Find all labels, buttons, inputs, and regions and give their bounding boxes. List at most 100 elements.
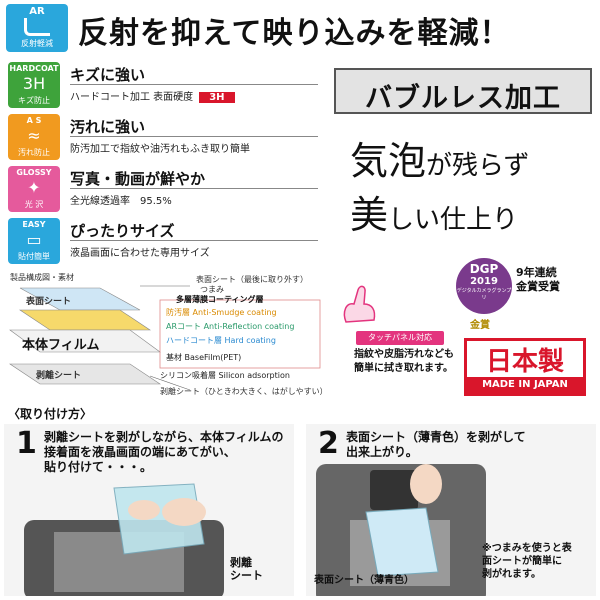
feature-desc: 液晶画面に合わせた専用サイズ (70, 248, 210, 259)
smudge-icon: ≈ (27, 126, 41, 145)
feature-hardcoat: HARDCOAT 3H キズ防止 キズに強い ハードコート加工 表面硬度 3H (8, 62, 318, 110)
step-2-illustration (316, 464, 486, 596)
screen-icon: ▭ (26, 230, 42, 249)
divider (70, 240, 318, 241)
dgp-label: DGP (469, 262, 499, 276)
leader-line (149, 375, 191, 391)
award: DGP 2019 デジタルカメラグランプリ 9年連続 金賞受賞 金賞 (456, 258, 596, 331)
front-sheet (365, 507, 439, 577)
hardness-badge: 3H (199, 92, 235, 103)
coating-callout-box (159, 299, 321, 369)
feature-desc-text: ハードコート加工 表面硬度 (70, 92, 194, 103)
touch-text: 指紋や皮脂汚れなども 簡単に拭き取れます。 (354, 348, 454, 376)
feature-desc: ハードコート加工 表面硬度 3H (70, 88, 235, 103)
touch-line-2: 簡単に拭き取れます。 (354, 363, 453, 374)
dgp-award-logo: DGP 2019 デジタルカメラグランプリ (456, 258, 512, 314)
bubbleless-box: バブルレス加工 (334, 68, 592, 114)
feature-list: HARDCOAT 3H キズ防止 キズに強い ハードコート加工 表面硬度 3H A… (8, 62, 318, 270)
glossy-badge: GLOSSY ✦ 光 沢 (8, 166, 60, 212)
header: AR 反射軽減 反射を抑えて映り込みを軽減！ (0, 0, 600, 56)
viewfinder (370, 470, 418, 510)
layer-silicon: シリコン吸着層 Silicon adsorption (160, 371, 290, 380)
step-2-line-1: 表面シート（薄青色）を剥がして (346, 430, 526, 444)
hand (162, 498, 206, 526)
divider (70, 188, 318, 189)
divider (70, 136, 318, 137)
step-1-text: 剥離シートを剥がしながら、本体フィルムの 接着面を液晶画面の端にあてがい、 貼り… (44, 430, 284, 475)
bubble-line-2: 美しい仕上り (350, 184, 518, 239)
structure-diagram: 表面シート 本体フィルム 剥離シート 表面シート（最後に取り外す） つまみ 多層… (0, 275, 330, 400)
structure-title: 製品構成図・素材 (10, 273, 74, 282)
antismudge-badge-sub: 汚れ防止 (18, 148, 50, 157)
feature-title: ぴったりサイズ (70, 222, 175, 240)
bubble-line-2b: しい仕上り (388, 205, 519, 235)
touch-panel-badge: タッチパネル対応 (356, 331, 444, 345)
peel-sheet-layer (9, 363, 161, 385)
finger-touch-icon (343, 285, 376, 323)
hardcoat-3h-icon: 3H (22, 74, 46, 93)
hand (128, 500, 160, 520)
made-in-japan-jp: 日本製 (485, 347, 564, 377)
bubble-line-1b: が残らず (426, 151, 530, 181)
knob-note-3: 剥がれます。 (482, 569, 541, 580)
hardcoat-badge-sub: キズ防止 (18, 96, 50, 105)
coating-layer (19, 309, 151, 331)
front-sheet-note: 表面シート（最後に取り外す） (196, 275, 308, 284)
step-2-line-2: 出来上がり。 (346, 445, 418, 459)
dgp-name: デジタルカメラグランプリ (456, 288, 512, 301)
layer-ar: ARコート Anti-Reflection coating (166, 322, 295, 331)
ar-badge-sub: 反射軽減 (21, 39, 53, 48)
feature-antismudge: A S ≈ 汚れ防止 汚れに強い 防汚加工で指紋や油汚れもふき取り簡単 (8, 114, 318, 162)
install-step-1: 1 剥離シートを剥がしながら、本体フィルムの 接着面を液晶画面の端にあてがい、 … (4, 424, 294, 596)
sparkle-icon: ✦ (27, 178, 41, 197)
hand (410, 464, 442, 504)
touch-line-1: 指紋や皮脂汚れなども (354, 349, 454, 360)
front-sheet-label: 表面シート（薄青色） (314, 575, 414, 586)
ar-badge: AR 反射軽減 (6, 4, 68, 52)
layer-base: 基材 BaseFilm(PET) (166, 353, 242, 362)
made-in-japan-en: MADE IN JAPAN (467, 377, 583, 393)
feature-title: キズに強い (70, 66, 146, 84)
antismudge-badge-label: A S (26, 116, 42, 125)
bubble-line-1a: 気泡 (350, 139, 427, 183)
feature-desc: 防汚加工で指紋や油汚れもふき取り簡単 (70, 144, 250, 155)
feature-easy: EASY ▭ 貼付簡単 ぴったりサイズ 液晶画面に合わせた専用サイズ (8, 218, 318, 266)
easy-badge-label: EASY (22, 220, 46, 229)
label-peel-sheet: 剥離シート (36, 371, 82, 381)
feature-glossy: GLOSSY ✦ 光 沢 写真・動画が鮮やか 全光線透過率 95.5% (8, 166, 318, 214)
easy-badge: EASY ▭ 貼付簡単 (8, 218, 60, 264)
feature-desc: 全光線透過率 95.5% (70, 196, 172, 207)
antismudge-badge: A S ≈ 汚れ防止 (8, 114, 60, 160)
install-step-2: 2 表面シート（薄青色）を剥がして 出来上がり。 表面シート（薄青色） ※つまみ… (306, 424, 596, 596)
step-1-illustration (24, 483, 224, 596)
award-line-2: 金賞受賞 (516, 280, 560, 293)
hardcoat-badge-label: HARDCOAT (9, 64, 59, 73)
glossy-badge-sub: 光 沢 (24, 200, 44, 209)
step-1-number: 1 (16, 426, 37, 461)
step-1-line-2: 接着面を液晶画面の端にあてがい、 (44, 445, 236, 459)
easy-badge-sub: 貼付簡単 (18, 252, 50, 261)
glossy-badge-label: GLOSSY (16, 168, 52, 177)
feature-title: 汚れに強い (70, 118, 146, 136)
dgp-year: 2019 (470, 276, 498, 287)
knob-note-2: 面シートが簡単に (482, 556, 562, 567)
step-1-line-1: 剥離シートを剥がしながら、本体フィルムの (44, 430, 284, 444)
made-in-japan-badge: 日本製 MADE IN JAPAN (464, 338, 586, 396)
ar-badge-label: AR (29, 6, 45, 17)
label-body-film: 本体フィルム (22, 338, 100, 353)
bubble-line-1: 気泡が残らず (350, 130, 530, 185)
front-sheet-layer (19, 287, 141, 311)
layer-stack-illustration (9, 285, 321, 391)
knob-label: つまみ (200, 285, 224, 294)
gold-prize: 金賞 (470, 320, 490, 331)
award-line-1: 9年連続 (516, 266, 557, 279)
knob-note-1: ※つまみを使うと表 (482, 543, 572, 554)
step-2-number: 2 (318, 426, 339, 461)
peel-sheet-label: 剥離 シート (230, 556, 263, 582)
feature-title: 写真・動画が鮮やか (70, 170, 206, 188)
headline: 反射を抑えて映り込みを軽減！ (78, 16, 511, 51)
reflection-icon (24, 18, 50, 36)
step-1-line-3: 貼り付けて・・・。 (44, 460, 153, 474)
multilayer-label: 多層薄膜コーティング層 (176, 295, 264, 304)
award-text: 9年連続 金賞受賞 (516, 266, 560, 294)
